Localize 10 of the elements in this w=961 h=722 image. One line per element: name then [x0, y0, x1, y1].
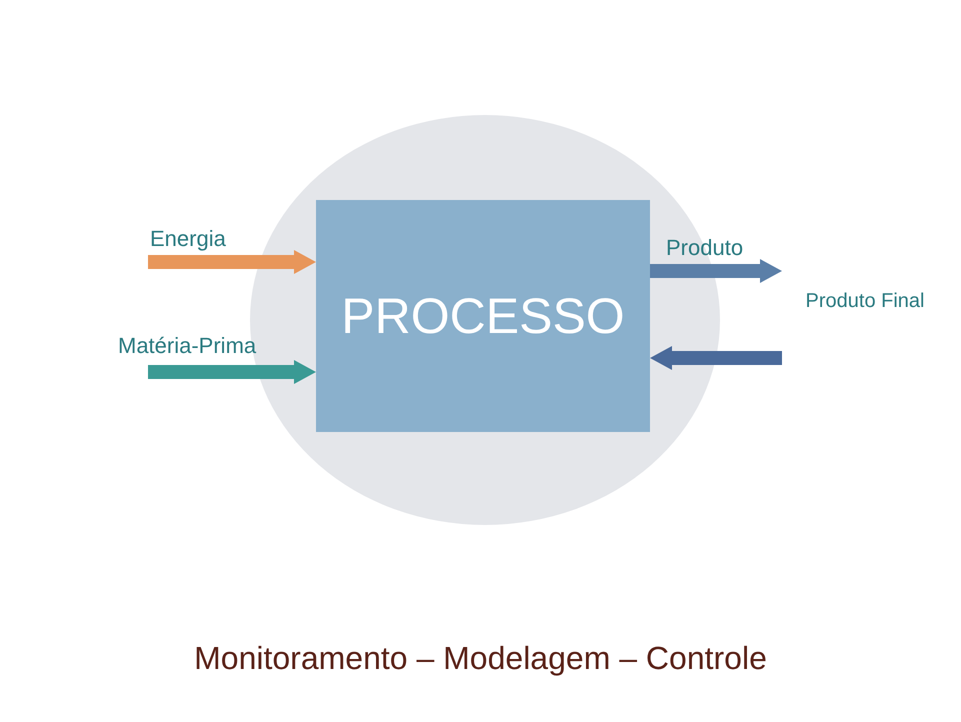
arrow — [650, 259, 782, 283]
arrow — [148, 250, 316, 274]
text-label: Produto Final — [804, 289, 926, 314]
edge-label: Matéria-Prima — [118, 333, 256, 359]
caption: Monitoramento – Modelagem – Controle — [193, 640, 768, 677]
arrow — [650, 346, 782, 370]
arrow — [148, 360, 316, 384]
process-box: PROCESSO — [316, 200, 650, 432]
edge-label: Energia — [150, 226, 226, 252]
edge-label: Produto — [666, 235, 744, 261]
